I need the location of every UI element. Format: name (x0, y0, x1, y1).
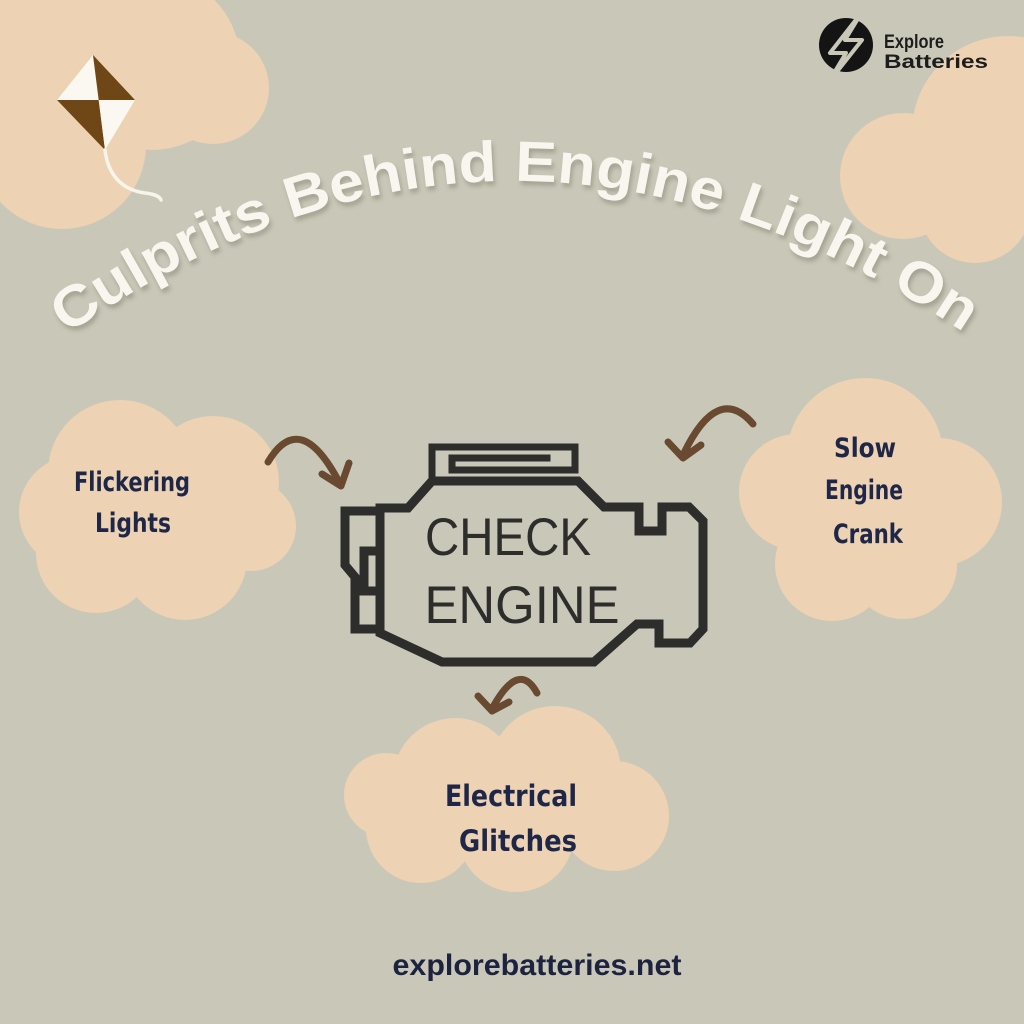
brand-name-line2: Batteries (884, 52, 988, 73)
footer-website: explorebatteries.net (393, 949, 682, 982)
cloud-electrical-glitches (344, 706, 669, 892)
cause-line: Engine (825, 475, 903, 506)
cloud-top-right (840, 36, 1024, 263)
cause-label-slow-engine-crank: Slow Engine Crank (825, 433, 904, 550)
decor-clouds (0, 0, 1024, 892)
cloud-slow-engine-crank (739, 378, 1002, 621)
brand-logo: Explore Batteries (819, 10, 988, 85)
curved-arrow-right-icon (664, 405, 757, 462)
cause-line: Glitches (459, 824, 577, 858)
check-engine-text-line2: ENGINE (425, 576, 620, 635)
cause-line: Slow (834, 433, 896, 464)
engine-left-bracket (340, 506, 385, 634)
kite-tail (103, 148, 163, 202)
engine-left-bracket-notch (359, 546, 385, 596)
kite-icon (57, 55, 163, 202)
cause-line: Electrical (445, 779, 577, 813)
engine-pipe (428, 443, 579, 483)
curved-arrow-left-icon (264, 435, 353, 490)
curved-arrow-bottom-icon (474, 675, 541, 715)
cause-line: Lights (95, 508, 171, 539)
cloud-flickering-lights (19, 400, 296, 620)
cause-label-flickering-lights: Flickering Lights (74, 467, 190, 539)
check-engine-icon: CHECK ENGINE (340, 443, 708, 667)
brand-name-line1: Explore (884, 32, 944, 53)
cause-label-electrical-glitches: Electrical Glitches (445, 779, 577, 858)
engine-body (375, 476, 708, 667)
lightning-bolt-icon (826, 10, 864, 85)
cause-line: Crank (833, 519, 904, 550)
check-engine-text-line1: CHECK (425, 508, 591, 567)
cause-line: Flickering (74, 467, 190, 498)
